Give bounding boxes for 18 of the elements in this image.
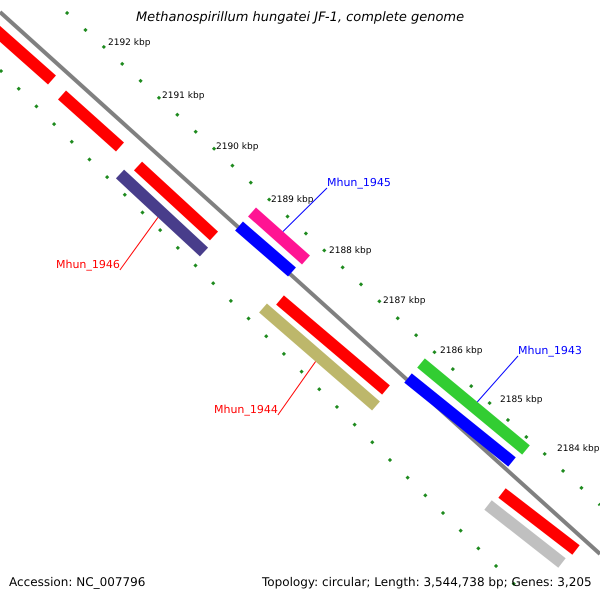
title: Methanospirillum hungatei JF-1, complete genome (134, 11, 466, 24)
tick-label: 2188 kbp (329, 247, 372, 256)
gene-label: Mhun_1944 (214, 404, 278, 415)
tick-label: 2191 kbp (162, 92, 204, 101)
info-text: Topology: circular; Length: 3,544,738 bp; Genes: 3,205 (262, 576, 592, 588)
gene-label: Mhun_1943 (518, 345, 582, 356)
leader-line (277, 361, 316, 416)
tick-label: 2184 kbp (557, 445, 600, 454)
gene-label: Mhun_1946 (56, 259, 120, 270)
leader-line (282, 188, 328, 232)
leader-line (476, 356, 518, 402)
gene-bar (116, 170, 208, 256)
gene-bar (248, 208, 310, 264)
tick-label: 2185 kbp (500, 396, 542, 405)
info-text: Accession: NC_007796 (9, 576, 146, 588)
leader-line (119, 216, 158, 270)
gene-label: Mhun_1945 (327, 177, 391, 188)
tick-label: 2192 kbp (108, 39, 150, 48)
